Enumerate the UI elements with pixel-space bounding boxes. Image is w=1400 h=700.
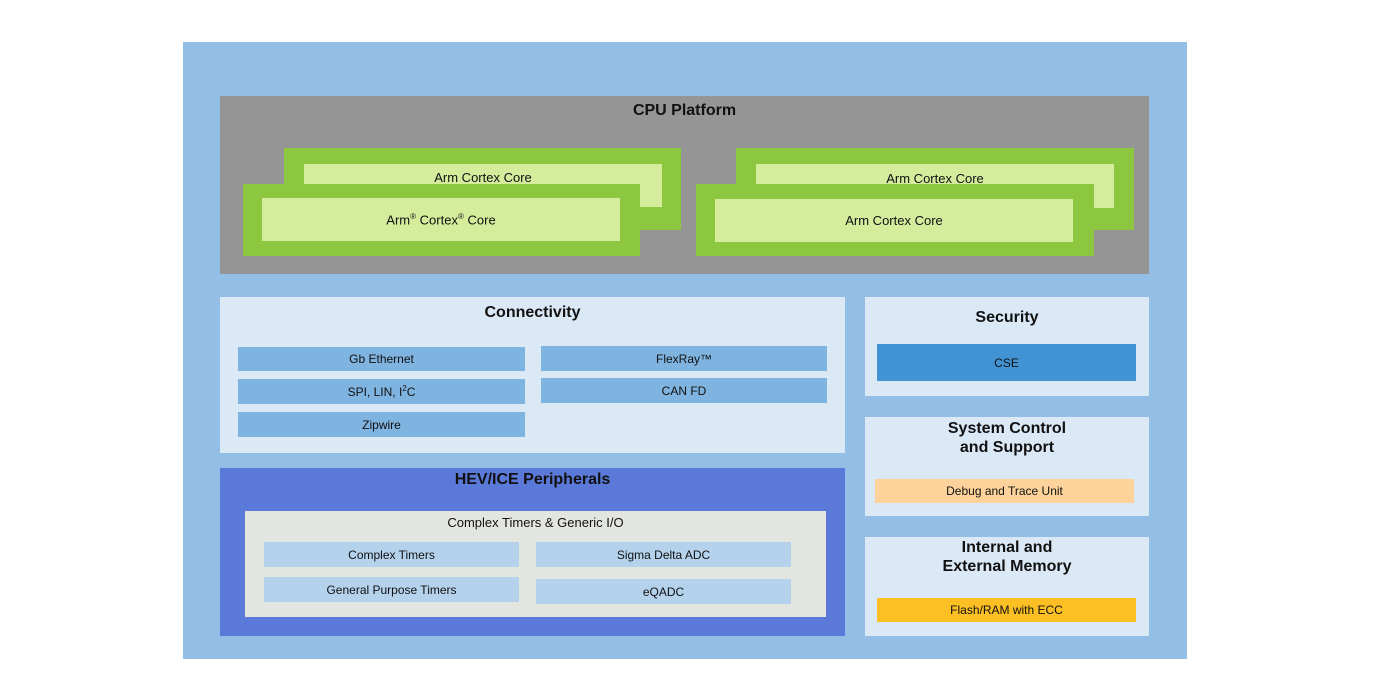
eqadc: eQADC [536, 579, 791, 604]
core-right-front: Arm Cortex Core [715, 199, 1073, 242]
zipwire: Zipwire [238, 412, 525, 437]
complex-timers: Complex Timers [264, 542, 519, 567]
flash-ram-ecc: Flash/RAM with ECC [877, 598, 1136, 622]
core-left-front: Arm® Cortex® Core [262, 198, 620, 241]
connectivity-title: Connectivity [484, 304, 581, 321]
cse: CSE [877, 344, 1136, 381]
sigma-delta-adc: Sigma Delta ADC [536, 542, 791, 567]
can-fd: CAN FD [541, 378, 827, 403]
core-right-back-label: Arm Cortex Core [886, 170, 984, 186]
memory-title: Internal and External Memory [942, 539, 1072, 575]
debug-trace-unit: Debug and Trace Unit [875, 479, 1134, 503]
core-left-back-label: Arm Cortex Core [434, 170, 532, 185]
spi-lin-i2c: SPI, LIN, I2C [238, 379, 525, 404]
general-purpose-timers: General Purpose Timers [264, 577, 519, 602]
gb-ethernet: Gb Ethernet [238, 347, 525, 371]
system-control-title: System Control and Support [947, 420, 1067, 456]
timers-box-title: Complex Timers & Generic I/O [447, 514, 624, 530]
flexray: FlexRay™ [541, 346, 827, 371]
core-left-front-label: Arm® Cortex® Core [386, 211, 496, 228]
core-right-front-label: Arm Cortex Core [845, 213, 943, 228]
security-title: Security [975, 309, 1039, 326]
hev-ice-title: HEV/ICE Peripherals [454, 471, 611, 488]
cpu-platform-title: CPU Platform [632, 102, 737, 119]
